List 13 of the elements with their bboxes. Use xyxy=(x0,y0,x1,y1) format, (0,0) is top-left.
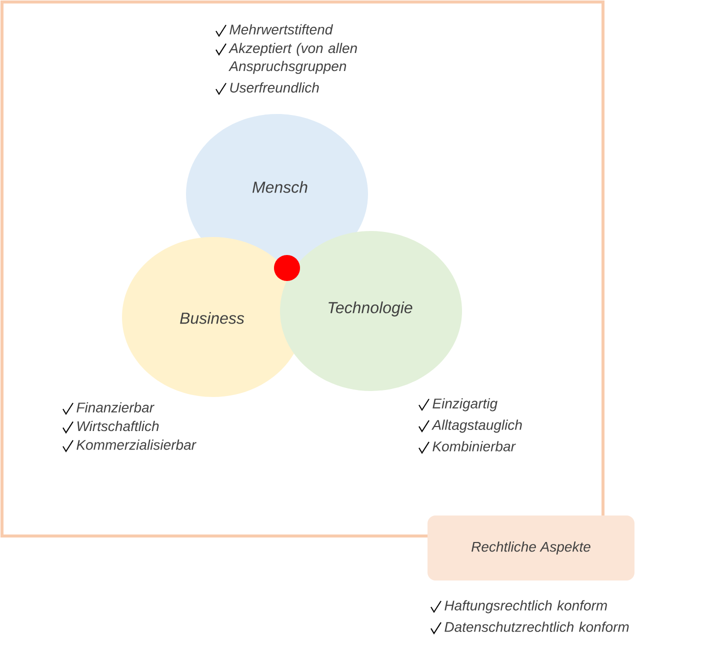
check-item: Akzeptiert (von allen Anspruchsgruppen xyxy=(216,42,357,74)
check-item: Datenschutzrechtlich konform xyxy=(430,622,629,634)
dot xyxy=(274,255,300,281)
check-item: Finanzierbar xyxy=(62,402,154,416)
check-item: Einzigartig xyxy=(418,398,498,412)
check-item: Kommerzialisierbar xyxy=(62,440,196,452)
check-item: Mehrwertstiftend xyxy=(216,24,334,38)
check-item: Alltagstauglich xyxy=(418,420,522,433)
rounded-box: Rechtliche Aspekte xyxy=(428,516,634,580)
check-item: Haftungsrechtlich konform xyxy=(430,600,607,614)
check-item: Wirtschaftlich xyxy=(62,420,159,434)
check-item: Userfreundlich xyxy=(216,82,319,96)
check-item: Kombinierbar xyxy=(418,441,516,454)
